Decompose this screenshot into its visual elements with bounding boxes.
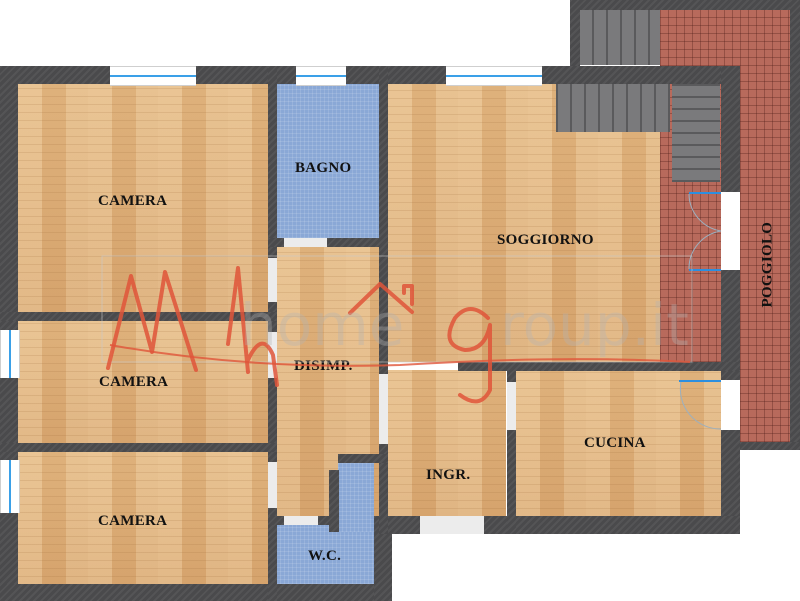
wall-camera-bagno: [268, 66, 277, 258]
wall-bagno-bottom-2: [327, 238, 388, 247]
wall-wc-top: [338, 454, 388, 463]
room-label-camera-3: CAMERA: [98, 513, 168, 529]
wall-top-4: [542, 66, 740, 84]
floor-wc: [276, 525, 374, 584]
door-cucina-balcony[interactable]: [721, 380, 740, 430]
room-label-disimp: DISIMP.: [294, 358, 353, 374]
door-leaf-soggiorno-top: [689, 192, 721, 194]
wall-ingr-cucina-1: [507, 362, 516, 382]
wall-wc-inner: [329, 470, 339, 532]
wall-wc-notch: [318, 516, 338, 525]
door-ingr-cucina[interactable]: [507, 382, 516, 430]
wall-balcony-top: [570, 0, 800, 10]
wall-disimp-ingr: [379, 444, 388, 534]
wall-top-3: [346, 66, 446, 84]
wall-top-left: [0, 66, 110, 84]
room-label-cucina: CUCINA: [584, 435, 646, 451]
wall-bottom-right-2: [484, 516, 740, 534]
front-door[interactable]: [420, 516, 484, 534]
wall-right-low: [721, 430, 740, 534]
wall-wc-right: [374, 516, 392, 601]
door-leaf-cucina: [679, 380, 721, 382]
room-label-poggiolo: POGGIOLO: [759, 221, 776, 308]
floor-wc-upper: [338, 462, 374, 532]
window-camera-3: [0, 460, 20, 513]
wall-ingr-cucina-2: [507, 430, 516, 534]
room-label-bagno: BAGNO: [295, 160, 352, 176]
door-soggiorno-balcony[interactable]: [721, 192, 740, 270]
wall-camera-disimp-2: [268, 378, 277, 462]
door-bagno[interactable]: [284, 238, 327, 247]
stairs-upper: [578, 8, 660, 65]
door-wc[interactable]: [284, 516, 318, 525]
window-bagno: [296, 66, 346, 86]
wall-left-mid: [0, 378, 18, 460]
floor-cucina: [516, 370, 721, 516]
wall-balcony-bottom: [740, 442, 800, 450]
floor-camera-1: [18, 84, 268, 312]
wall-left-low: [0, 513, 18, 601]
wall-camera2-camera3: [0, 443, 277, 452]
door-camera-3[interactable]: [268, 462, 277, 508]
wall-left-top: [0, 66, 18, 330]
wall-bagno-soggiorno: [379, 66, 388, 374]
room-label-soggiorno: SOGGIORNO: [497, 232, 594, 248]
floor-bagno: [276, 84, 379, 238]
door-leaf-soggiorno-bottom: [689, 269, 721, 271]
wall-balcony-right: [790, 0, 800, 450]
floor-camera-3: [18, 451, 268, 584]
room-label-camera-2: CAMERA: [99, 374, 169, 390]
wall-camera-disimp-3: [268, 508, 277, 601]
wall-bottom-left: [0, 584, 392, 601]
window-camera-2: [0, 330, 20, 378]
wall-disimp-wc: [268, 516, 284, 525]
wall-right: [721, 66, 740, 192]
wall-stair-left: [570, 0, 580, 70]
stairs-lower-vertical: [672, 84, 720, 182]
door-disimp-ingr[interactable]: [379, 374, 388, 444]
room-label-ingr: INGR.: [426, 467, 471, 483]
room-label-wc: W.C.: [308, 548, 342, 564]
window-camera-1: [110, 66, 196, 86]
room-label-camera-1: CAMERA: [98, 193, 168, 209]
window-soggiorno: [446, 66, 542, 86]
wall-right-mid: [721, 270, 740, 380]
stairs-lower-horizontal: [556, 84, 670, 132]
wall-bagno-bottom: [268, 238, 284, 247]
